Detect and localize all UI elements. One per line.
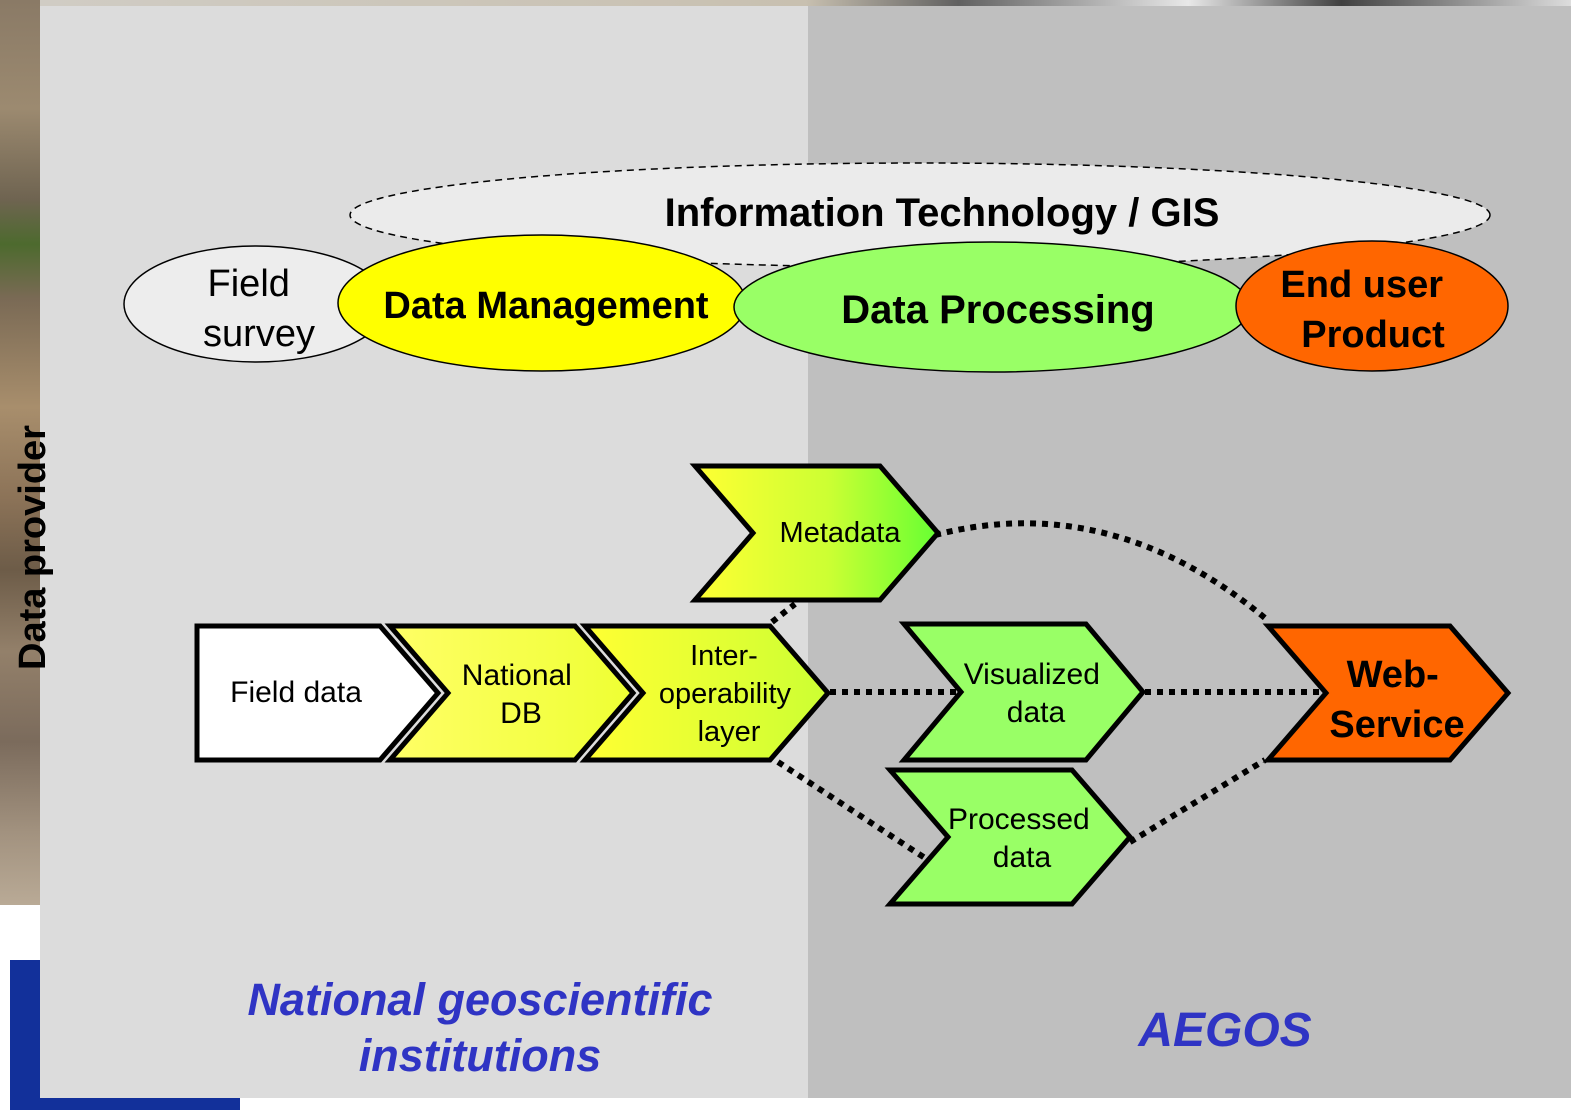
visualized-data-label: Visualized data xyxy=(964,658,1109,729)
background-photo-top xyxy=(40,0,1571,6)
connector-processed-webservice xyxy=(1128,757,1267,845)
data-processing-label: Data Processing xyxy=(841,288,1154,332)
flow-connectors xyxy=(770,520,1330,863)
field-data-chevron xyxy=(194,623,442,763)
processed-data-label: Processed data xyxy=(948,803,1098,874)
web-service-label: Web- Service xyxy=(1329,654,1464,746)
data-provider-axis-label: Data provider xyxy=(12,425,54,670)
end-user-product-oval xyxy=(1235,240,1509,372)
visualized-data-chevron xyxy=(898,621,1147,763)
end-user-product-label: End user Product xyxy=(1280,264,1453,356)
field-survey-label: Field survey xyxy=(203,263,315,355)
it-gis-label: Information Technology / GIS xyxy=(665,191,1220,235)
national-institutions-label: National geoscientific institutions xyxy=(200,972,760,1084)
metadata-chevron xyxy=(689,463,942,603)
connector-metadata-link xyxy=(770,601,797,625)
field-data-label: Field data xyxy=(230,676,362,709)
connector-metadata-webservice xyxy=(934,520,1267,621)
web-service-chevron xyxy=(1262,623,1512,763)
interoperability-label: Inter- operability layer xyxy=(659,640,799,748)
aegos-label: AEGOS xyxy=(1138,1004,1312,1057)
metadata-label: Metadata xyxy=(780,517,902,549)
national-institutions-line-1: National geoscientific xyxy=(247,974,713,1025)
data-management-label: Data Management xyxy=(383,285,709,327)
processed-data-chevron xyxy=(884,767,1134,907)
national-db-label: National DB xyxy=(462,659,580,730)
interoperability-chevron xyxy=(579,623,832,763)
connector-interop-processed xyxy=(776,759,930,863)
background-photo-strip xyxy=(0,0,42,905)
national-institutions-line-2: institutions xyxy=(358,1030,602,1081)
national-db-chevron xyxy=(384,623,637,763)
